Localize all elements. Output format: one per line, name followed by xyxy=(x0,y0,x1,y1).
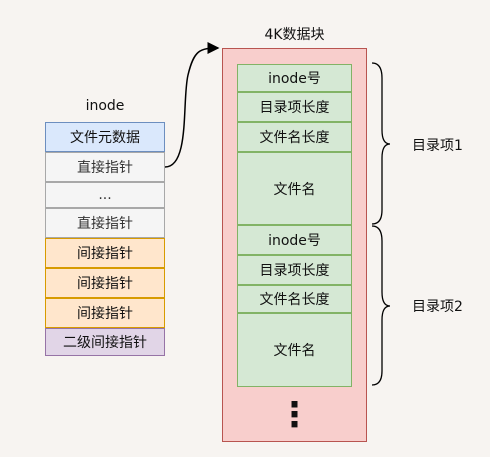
data-block: inode号 目录项长度 文件名长度 文件名 inode号 目录项长度 文件名长… xyxy=(222,48,367,442)
brace-entry-2 xyxy=(371,225,391,386)
inode-title: inode xyxy=(85,98,125,114)
brace-label-entry-2: 目录项2 xyxy=(412,299,463,315)
entry-record-length: 目录项长度 xyxy=(237,255,352,285)
brace-entry-1 xyxy=(371,62,391,225)
dir-entry-1: inode号 目录项长度 文件名长度 文件名 xyxy=(237,64,352,225)
inode-metadata-cell: 文件元数据 xyxy=(45,122,165,152)
ellipsis-cell: ... xyxy=(45,182,165,208)
pointer-arrow xyxy=(164,42,220,168)
entry-name-length: 文件名长度 xyxy=(237,122,352,152)
ellipsis-marker: ⋮ xyxy=(277,395,312,435)
brace-label-entry-1: 目录项1 xyxy=(412,138,463,154)
entry-filename: 文件名 xyxy=(237,313,352,387)
entry-inode-number: inode号 xyxy=(237,225,352,255)
block-title: 4K数据块 xyxy=(264,27,325,43)
entry-inode-number: inode号 xyxy=(237,64,352,92)
inode-table: 文件元数据 直接指针 ... 直接指针 间接指针 间接指针 间接指针 二级间接指… xyxy=(45,122,165,356)
indirect-pointer-cell: 间接指针 xyxy=(45,268,165,298)
direct-pointer-cell: 直接指针 xyxy=(45,152,165,182)
entry-filename: 文件名 xyxy=(237,152,352,225)
dir-entry-2: inode号 目录项长度 文件名长度 文件名 xyxy=(237,225,352,387)
entry-name-length: 文件名长度 xyxy=(237,285,352,313)
double-indirect-pointer-cell: 二级间接指针 xyxy=(45,328,165,356)
indirect-pointer-cell: 间接指针 xyxy=(45,298,165,328)
indirect-pointer-cell: 间接指针 xyxy=(45,238,165,268)
entry-record-length: 目录项长度 xyxy=(237,92,352,122)
direct-pointer-cell: 直接指针 xyxy=(45,208,165,238)
